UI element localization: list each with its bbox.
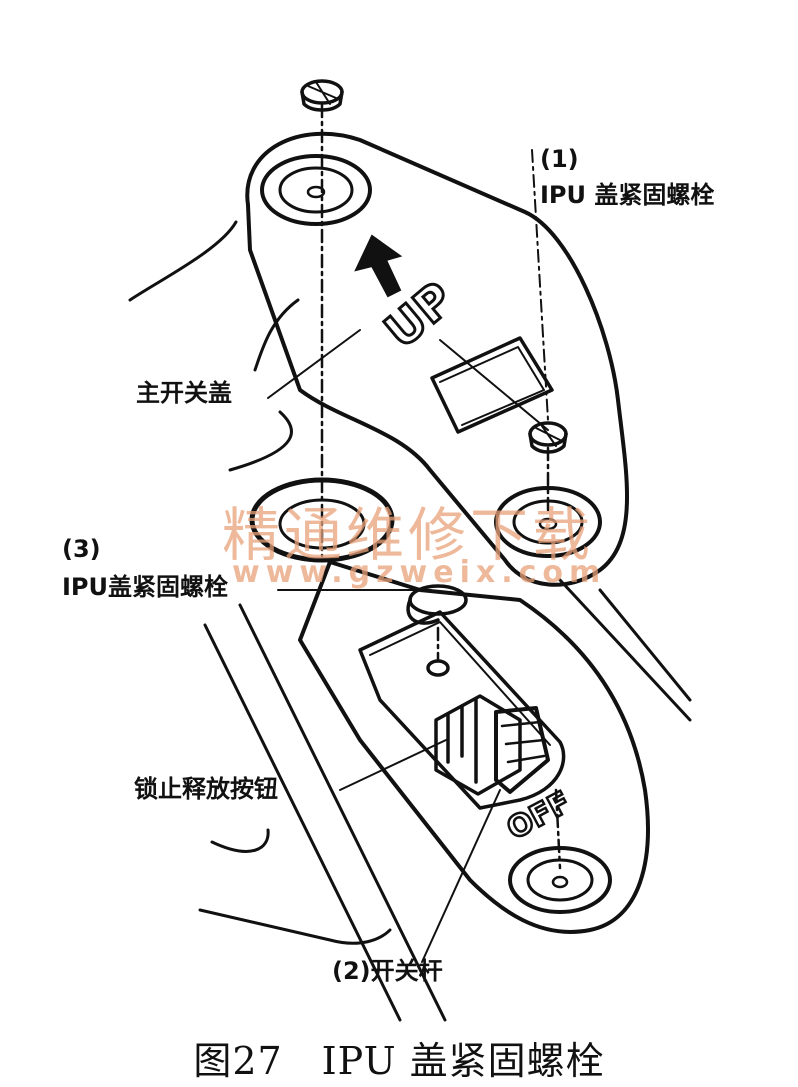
lock-release-button-part	[434, 694, 550, 796]
bolt-3-label: IPU盖紧固螺栓	[62, 573, 229, 601]
figure-caption: 图27 IPU 盖紧固螺栓	[193, 1039, 605, 1083]
lower-cover-housing	[298, 560, 650, 934]
watermark-url: www.gzweix.com	[232, 555, 607, 590]
watermark-text: 精通维修下载	[222, 501, 595, 569]
main-switch-cover-label: 主开关盖	[136, 379, 232, 407]
axis-lines	[320, 103, 562, 870]
top-washer-icon	[260, 154, 372, 226]
bolt-1-number: (1)	[540, 145, 579, 173]
bolt-1-label: IPU 盖紧固螺栓	[540, 181, 715, 209]
up-arrow-icon	[354, 234, 403, 298]
lock-release-button-label: 锁止释放按钮	[134, 775, 278, 803]
main-switch-cover-plate	[245, 131, 629, 587]
switch-lever-label: (2)开关杆	[332, 957, 443, 985]
bolt-3-number: (3)	[62, 535, 101, 563]
leader-lines	[267, 329, 501, 963]
frame-lines	[128, 220, 692, 1022]
